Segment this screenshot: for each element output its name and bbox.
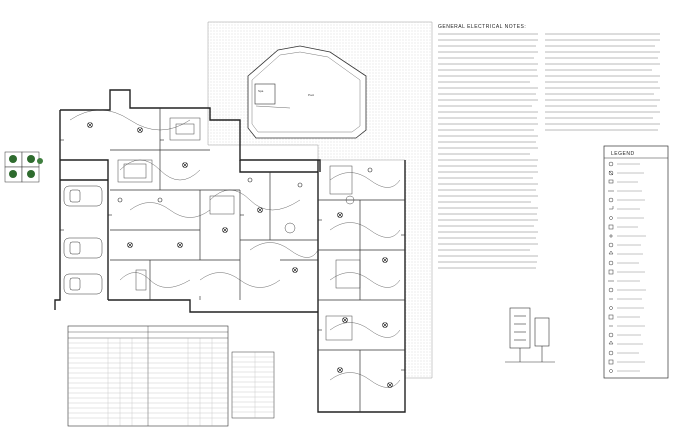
general-notes-text xyxy=(438,33,660,269)
garage-cars xyxy=(63,185,103,295)
spa-label: Spa xyxy=(258,89,264,93)
planter-boxes xyxy=(4,151,43,183)
panel-schedule-table xyxy=(67,325,275,427)
light-fixtures xyxy=(87,122,393,388)
pool-label: Pool xyxy=(308,93,315,97)
panel-detail xyxy=(505,307,555,363)
outlets xyxy=(60,139,405,371)
building-walls xyxy=(54,89,406,413)
pool-area xyxy=(207,21,433,379)
interior-partitions xyxy=(110,108,405,412)
legend-box xyxy=(603,145,669,379)
general-notes-title: GENERAL ELECTRICAL NOTES: xyxy=(438,24,527,30)
legend-title: LEGEND xyxy=(611,151,635,157)
circuit-wiring xyxy=(69,109,401,388)
